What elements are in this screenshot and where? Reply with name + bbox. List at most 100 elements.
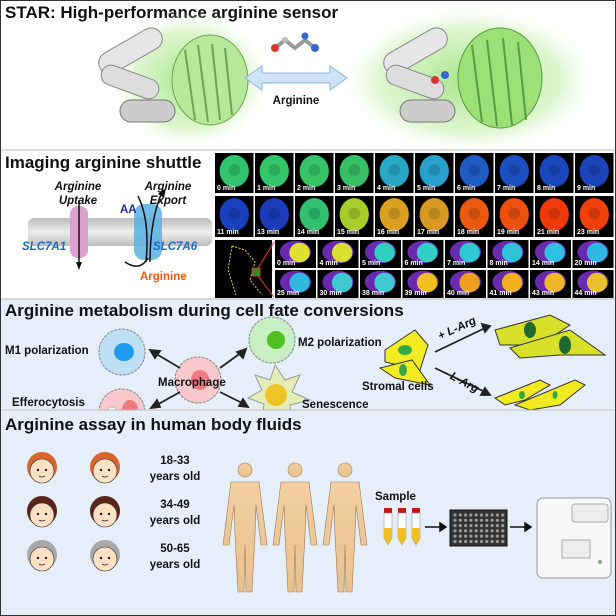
timelapse-frame: 39 min — [402, 270, 444, 298]
sample-label: Sample — [375, 491, 416, 503]
frame-time-label: 15 min — [337, 229, 359, 236]
frame-time-label: 16 min — [377, 229, 399, 236]
arrows — [425, 521, 533, 533]
person-face-icon — [27, 496, 57, 528]
frame-time-label: 5 min — [362, 260, 380, 267]
person-face-icon — [90, 496, 120, 528]
timelapse-frame: 6 min — [455, 153, 494, 193]
arginine-label: Arginine — [140, 271, 187, 283]
frame-time-label: 2 min — [297, 185, 315, 192]
age-range: 34-49 — [160, 499, 189, 511]
timelapse-frame: 0 min — [215, 153, 254, 193]
arrows — [148, 322, 492, 410]
frame-time-label: 0 min — [217, 185, 235, 192]
frame-time-label: 0 min — [277, 260, 295, 267]
panel-title: Imaging arginine shuttle — [5, 153, 201, 172]
arginine-molecule-icon — [271, 32, 319, 52]
stromal-cells-plus-arg — [494, 314, 607, 359]
m1-label: M1 polarization — [5, 345, 89, 357]
timelapse-frame: 25 min — [275, 270, 316, 298]
age-unit: years old — [150, 559, 201, 571]
m1-cell — [98, 328, 146, 376]
export-label: Export — [150, 195, 188, 207]
timelapse-frame: 41 min — [487, 270, 529, 298]
uptake-label: Arginine — [54, 181, 102, 193]
frame-time-label: 17 min — [417, 229, 439, 236]
timelapse-frame: 5 min — [415, 153, 454, 193]
frame-time-label: 21 min — [537, 229, 559, 236]
age-range: 50-65 — [160, 543, 190, 555]
frame-time-label: 14 min — [532, 260, 554, 267]
frame-time-label: 14 min — [297, 229, 319, 236]
frame-time-label: 19 min — [497, 229, 519, 236]
frame-time-label: 13 min — [257, 229, 279, 236]
timelapse-frame: 2 min — [295, 153, 334, 193]
timelapse-frame: 0 min — [275, 240, 316, 268]
timelapse-frame: 21 min — [535, 196, 574, 237]
person-face-icon — [90, 452, 120, 484]
timelapse-frame: 9 min — [575, 153, 614, 193]
timelapse-frame: 15 min — [335, 196, 374, 237]
frame-time-label: 11 min — [217, 229, 239, 236]
m2-label: M2 polarization — [298, 337, 382, 349]
timelapse-frame: 30 min — [317, 270, 359, 298]
frame-time-label: 6 min — [405, 260, 423, 267]
timelapse-frame: 38 min — [360, 270, 401, 298]
plate-reader-icon — [536, 497, 612, 579]
timelapse-frame: 17 min — [415, 196, 454, 237]
aa-label: AA — [120, 204, 137, 216]
senescence-label: Senescence — [302, 399, 369, 411]
panel-title: Arginine metabolism during cell fate con… — [5, 301, 404, 320]
body-figures — [222, 462, 368, 593]
frame-time-label: 4 min — [320, 260, 338, 267]
protein-structure-bound — [383, 27, 543, 129]
macrophage-cell — [174, 356, 222, 404]
slc7a1-label: SLC7A1 — [22, 241, 66, 253]
frame-time-label: 38 min — [362, 290, 384, 297]
timelapse-frame: 20 min — [572, 240, 614, 268]
timelapse-frame: 6 min — [402, 240, 444, 268]
panel-title: Arginine assay in human body fluids — [5, 415, 302, 434]
frame-time-label: 7 min — [497, 185, 515, 192]
frame-time-label: 41 min — [490, 290, 512, 297]
frame-time-label: 6 min — [457, 185, 475, 192]
stromal-cells — [378, 329, 432, 386]
arrow-label: Arginine — [273, 95, 320, 107]
stromal-cells-minus-arg — [493, 379, 586, 411]
timelapse-frame: 43 min — [530, 270, 571, 298]
timelapse-frame: 23 min — [575, 196, 614, 237]
timelapse-frame: 8 min — [487, 240, 529, 268]
timelapse-frame: 4 min — [317, 240, 359, 268]
frame-time-label: 20 min — [575, 260, 597, 267]
timelapse-frame: 5 min — [360, 240, 401, 268]
frame-time-label: 23 min — [577, 229, 599, 236]
stromal-label: Stromal cells — [362, 381, 434, 393]
timelapse-frame: 13 min — [255, 196, 294, 237]
protein-structure-apo — [98, 27, 249, 126]
panel-star-sensor: STAR: High-performance arginine sensor A… — [0, 0, 616, 155]
frame-time-label: 39 min — [405, 290, 427, 297]
human-body-icon — [272, 462, 318, 593]
age-unit: years old — [150, 471, 201, 483]
person-face-icon — [27, 452, 57, 484]
timelapse-frame: 14 min — [530, 240, 571, 268]
human-body-icon — [222, 462, 268, 593]
frame-time-label: 3 min — [337, 185, 355, 192]
sample-tubes — [383, 508, 421, 546]
frame-time-label: 8 min — [537, 185, 555, 192]
double-arrow-icon — [244, 65, 348, 91]
frame-time-label: 5 min — [417, 185, 435, 192]
frame-time-label: 9 min — [577, 185, 595, 192]
macrophage-label: Macrophage — [158, 377, 226, 389]
timelapse-frame: 11 min — [215, 196, 254, 237]
export-label: Arginine — [144, 181, 192, 193]
timelapse-frame: 40 min — [445, 270, 486, 298]
timelapse-frame: 7 min — [495, 153, 534, 193]
timelapse-frame: 18 min — [455, 196, 494, 237]
panel-metabolism: Arginine metabolism during cell fate con… — [0, 298, 616, 436]
frame-time-label: 43 min — [532, 290, 554, 297]
efferocytosis-label: Efferocytosis — [12, 397, 85, 409]
frame-time-label: 18 min — [457, 229, 479, 236]
